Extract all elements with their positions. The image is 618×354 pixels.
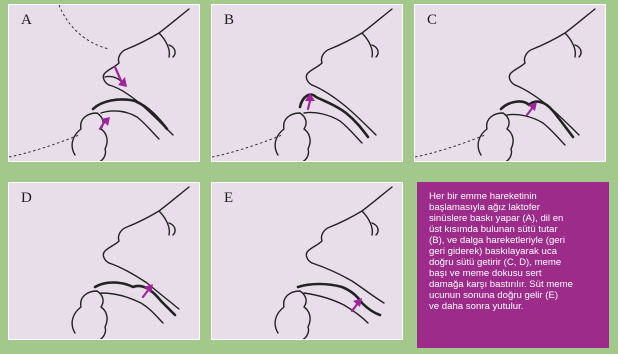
panel-b: B	[211, 4, 403, 162]
breastfeeding-illustration-c	[415, 5, 606, 162]
caption-line: ucunun sonuna doğru gelir (E)	[429, 290, 601, 301]
caption-line: başlamasıyla ağız laktofer	[429, 202, 601, 213]
caption-line: üst kısımda bulunan sütü tutar	[429, 224, 601, 235]
caption-line: sinüslere baskı yapar (A), dil en	[429, 213, 601, 224]
caption-line: doğru sütü getirir (C, D), meme	[429, 257, 601, 268]
breastfeeding-illustration-a	[9, 5, 200, 162]
caption-line: (B), ve dalga hareketleriyle (geri	[429, 235, 601, 246]
caption-line: damağa karşı bastırılır. Süt meme	[429, 279, 601, 290]
panel-a: A	[8, 4, 200, 162]
breastfeeding-illustration-b	[212, 5, 403, 162]
panel-e: E	[211, 182, 403, 340]
caption-line: başı ve meme dokusu sert	[429, 268, 601, 279]
panel-c: C	[414, 4, 606, 162]
caption-box: Her bir emme hareketinin başlamasıyla ağ…	[417, 182, 609, 348]
caption-line: geri giderek) baskılayarak uca	[429, 246, 601, 257]
breastfeeding-illustration-e	[212, 183, 403, 340]
caption-line: ve daha sonra yutulur.	[429, 301, 601, 312]
caption-line: Her bir emme hareketinin	[429, 191, 601, 202]
breastfeeding-illustration-d	[9, 183, 200, 340]
panel-d: D	[8, 182, 200, 340]
